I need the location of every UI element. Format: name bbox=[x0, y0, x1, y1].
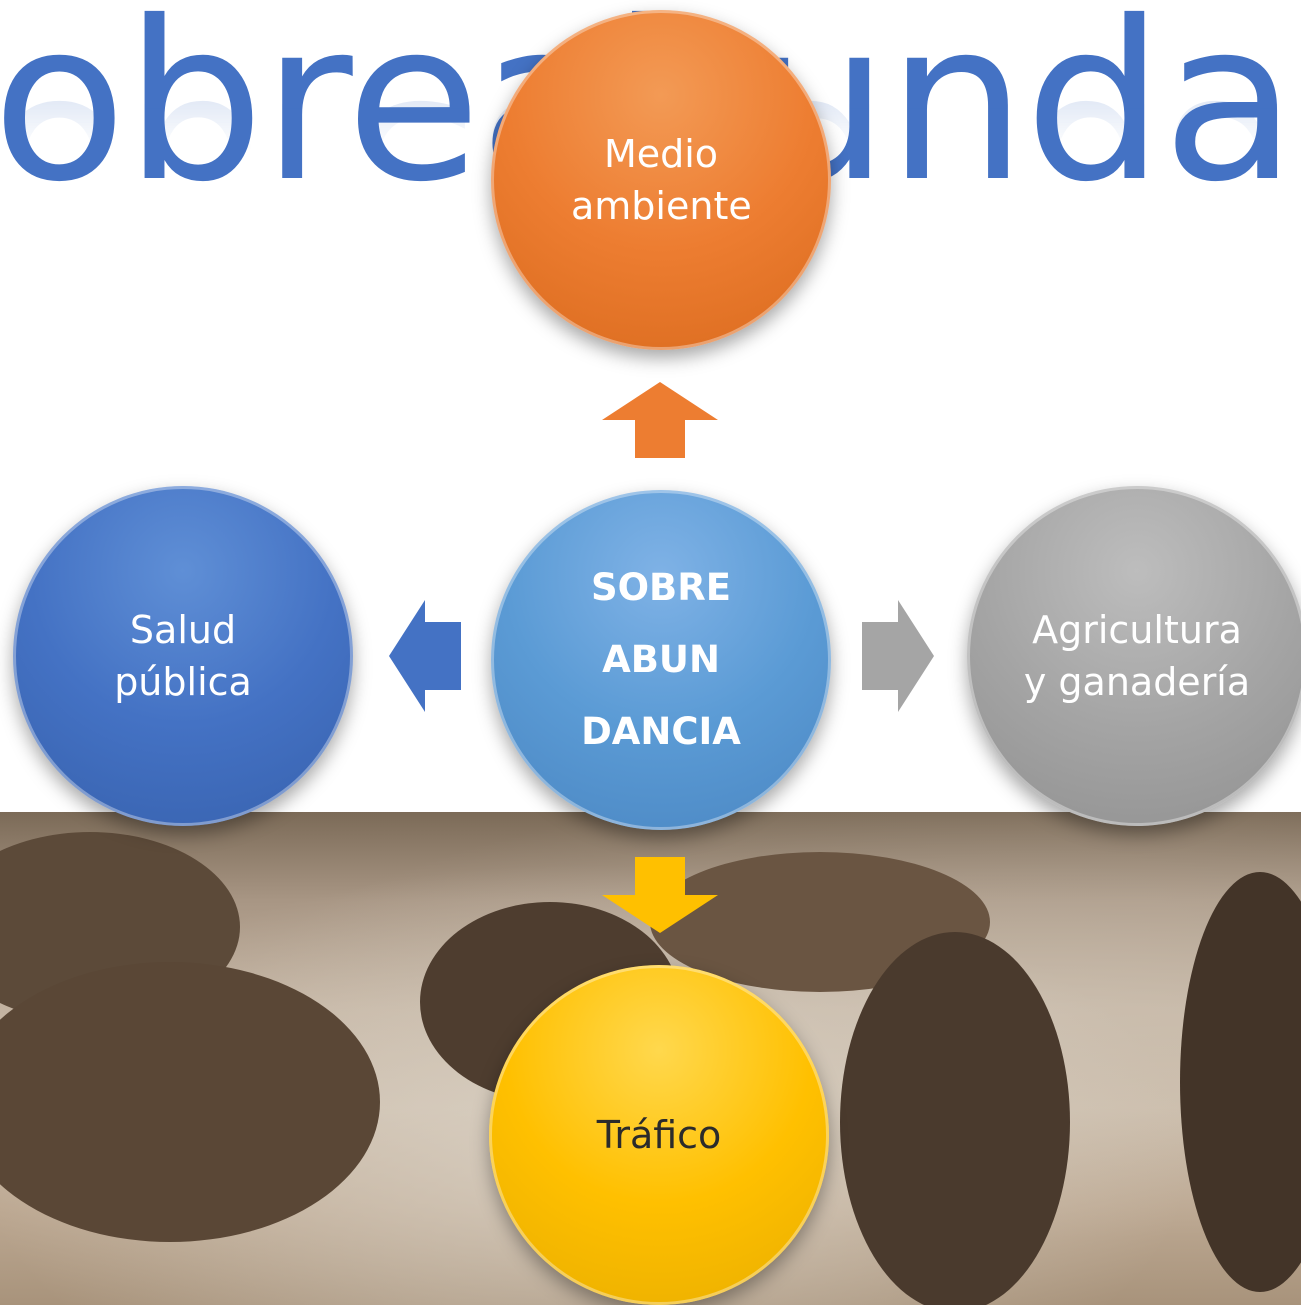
center-line: DANCIA bbox=[581, 710, 741, 753]
node-label: Salud pública bbox=[114, 608, 252, 704]
node-agricultura-ganaderia: Agricultura y ganadería bbox=[967, 486, 1301, 826]
node-label: Tráfico bbox=[596, 1113, 722, 1157]
arrow-left-icon bbox=[389, 600, 461, 712]
arrow-right-icon bbox=[862, 600, 934, 712]
center-line: SOBRE bbox=[590, 566, 732, 609]
node-sobreabundancia: SOBRE ABUN DANCIA bbox=[491, 490, 831, 830]
node-trafico: Tráfico bbox=[489, 965, 829, 1305]
node-medio-ambiente: Medio ambiente bbox=[491, 10, 831, 350]
node-salud-publica: Salud pública bbox=[13, 486, 353, 826]
arrow-down-icon bbox=[602, 857, 718, 933]
node-label: Agricultura y ganadería bbox=[1023, 608, 1251, 704]
arrow-up-icon bbox=[602, 382, 718, 458]
center-label: SOBRE ABUN DANCIA bbox=[561, 552, 761, 768]
center-line: ABUN bbox=[602, 638, 720, 681]
node-label: Medio ambiente bbox=[571, 132, 752, 228]
